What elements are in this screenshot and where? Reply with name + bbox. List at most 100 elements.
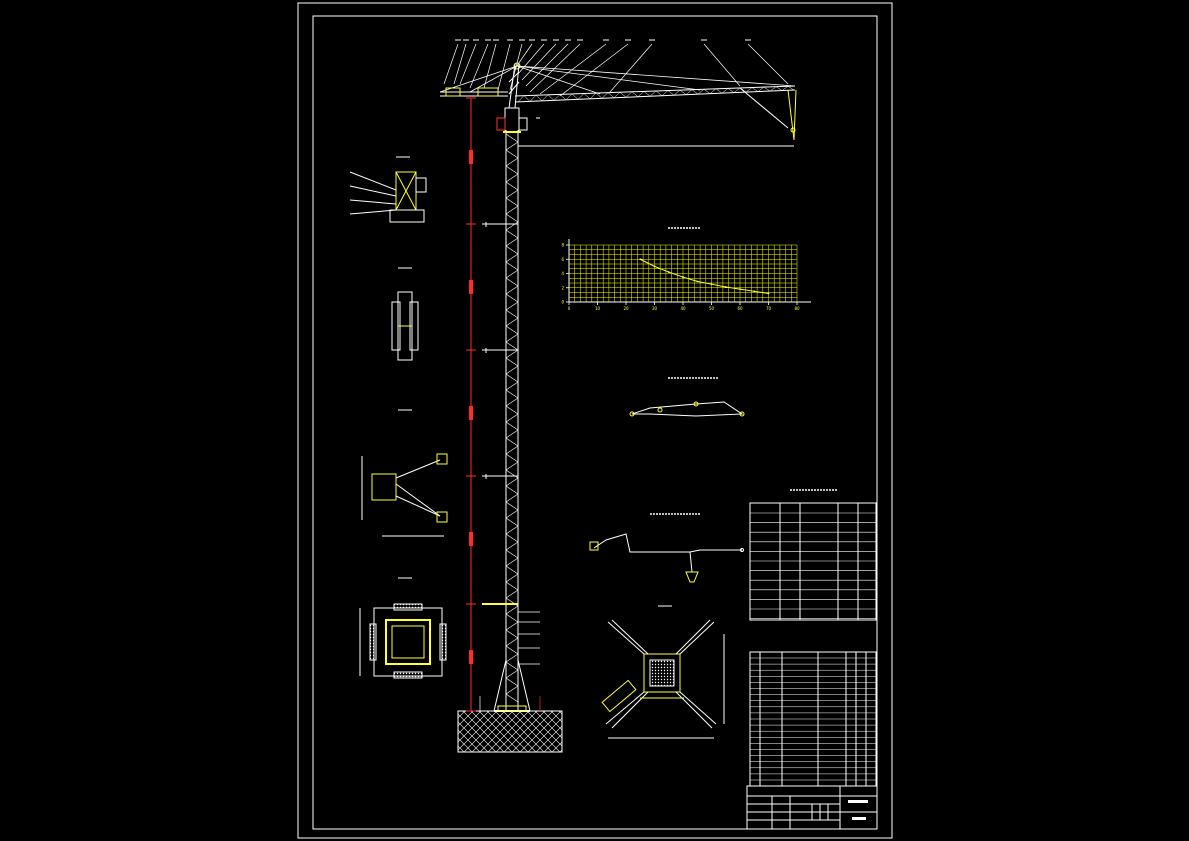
- jib-brace: [607, 92, 615, 98]
- specification-table: [749, 489, 877, 621]
- jib-brace: [601, 92, 609, 99]
- mast-brace: [505, 309, 519, 319]
- x-tick-label: 60: [737, 306, 743, 311]
- tie-in-frames: [482, 222, 518, 605]
- x-tick-label: 20: [623, 306, 629, 311]
- load-curve-point: [767, 292, 770, 295]
- jib-brace: [541, 94, 549, 102]
- mast-brace: [505, 589, 519, 599]
- mast-brace: [505, 613, 519, 623]
- mast-brace: [505, 421, 519, 431]
- jib-brace: [529, 95, 537, 102]
- jib-brace: [613, 92, 621, 98]
- load-chart-axes: [568, 239, 811, 303]
- x-tick-label: 0: [568, 306, 571, 311]
- jib-brace: [631, 91, 639, 97]
- base-plan-view: [601, 605, 725, 739]
- mast-brace: [505, 165, 519, 175]
- mast-brace: [505, 349, 519, 359]
- mast-brace: [505, 517, 519, 527]
- mast-brace: [505, 189, 519, 199]
- mast-brace: [505, 469, 519, 479]
- jib-brace: [625, 91, 633, 98]
- tower-mast: [493, 130, 531, 712]
- mast-brace: [505, 693, 519, 703]
- mast-brace: [505, 605, 519, 615]
- jib-brace: [745, 87, 753, 93]
- jib-brace: [685, 89, 693, 95]
- jib-brace: [583, 93, 591, 99]
- load-curve-point: [724, 286, 727, 288]
- mast-brace: [505, 541, 519, 551]
- jib-brace: [553, 94, 561, 101]
- mast-brace: [505, 581, 519, 591]
- mast-brace: [505, 525, 519, 535]
- load-curve-point: [739, 288, 741, 291]
- y-tick-label: 0: [561, 300, 564, 305]
- mast-brace: [505, 533, 519, 543]
- title-block: [746, 785, 878, 830]
- jib-brace: [709, 88, 717, 94]
- mast-brace: [505, 645, 519, 655]
- mast-brace: [505, 637, 519, 647]
- hoisting-rope-diagram: [629, 377, 745, 417]
- mast-brace: [505, 397, 519, 407]
- jib-brace: [649, 90, 657, 97]
- jib-brace: [547, 94, 555, 101]
- jib-brace: [643, 91, 651, 97]
- mast-brace: [505, 477, 519, 487]
- sheet-outer-border: [297, 2, 893, 839]
- mast-brace: [505, 565, 519, 575]
- mast-brace: [505, 677, 519, 687]
- jib-brace: [565, 93, 573, 100]
- mast-brace: [505, 653, 519, 663]
- mast-brace: [505, 661, 519, 671]
- sheet-inner-border: [312, 15, 878, 830]
- mast-section-plan: [359, 577, 447, 679]
- load-curve-point: [710, 283, 713, 286]
- jib-brace: [751, 87, 759, 92]
- mast-brace: [505, 685, 519, 695]
- mast-brace: [505, 197, 519, 207]
- mast-brace: [505, 341, 519, 351]
- jib-brace: [697, 89, 705, 95]
- tie-in-detail-view: [361, 409, 448, 537]
- mast-brace: [505, 357, 519, 367]
- title-block-code-mark: [852, 817, 866, 820]
- mast-brace: [505, 669, 519, 679]
- x-tick-label: 50: [709, 306, 715, 311]
- mast-brace: [505, 157, 519, 167]
- x-tick-label: 10: [595, 306, 601, 311]
- jib-brace: [577, 93, 585, 100]
- mast-brace: [505, 437, 519, 447]
- mast-brace: [505, 301, 519, 311]
- mast-brace: [505, 221, 519, 231]
- mast-brace: [505, 549, 519, 559]
- mast-brace: [505, 493, 519, 503]
- mast-brace: [505, 181, 519, 191]
- mast-brace: [505, 557, 519, 567]
- mast-brace: [505, 389, 519, 399]
- load-curve-point: [696, 280, 699, 283]
- jib-brace: [763, 86, 771, 92]
- jib-brace: [571, 93, 579, 100]
- mast-brace: [505, 261, 519, 271]
- mast-brace: [505, 445, 519, 455]
- jib-brace: [619, 92, 627, 98]
- load-curve-point: [682, 276, 684, 278]
- tower-crane-elevation: [439, 39, 797, 753]
- height-dimension-chain: [466, 97, 476, 712]
- mast-brace: [505, 485, 519, 495]
- counter-jib: [439, 65, 518, 97]
- mast-brace: [505, 245, 519, 255]
- mast-brace: [505, 381, 519, 391]
- jib-brace: [703, 89, 711, 94]
- mast-brace: [505, 293, 519, 303]
- jib: [514, 65, 796, 103]
- load-chart-grid: [568, 244, 798, 303]
- jib-brace: [523, 95, 531, 102]
- mast-brace: [505, 285, 519, 295]
- foundation-block: [457, 710, 563, 753]
- mast-brace: [505, 253, 519, 263]
